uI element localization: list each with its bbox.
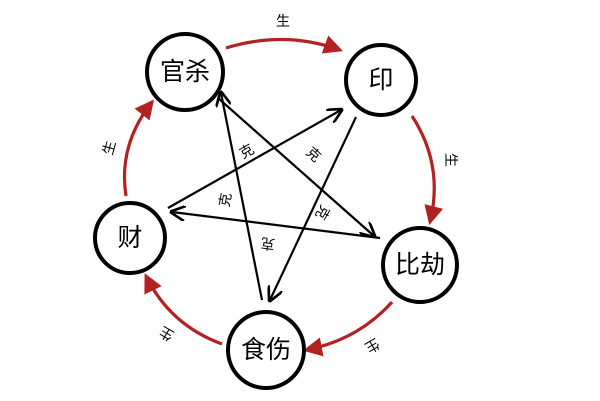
control-star	[167, 93, 381, 301]
node-guansha: 官杀	[145, 32, 225, 112]
control-label-top-right: 克	[302, 144, 323, 165]
generate-arrow-guansha-to-yin	[225, 35, 344, 54]
generate-labels: 生 生 生 生 生	[100, 14, 458, 355]
node-bijie: 比劫	[381, 226, 459, 304]
node-cai-label: 财	[117, 223, 142, 252]
node-yin-circle	[344, 43, 418, 117]
node-cai: 财	[93, 201, 167, 275]
control-label-middle-right: 克	[312, 202, 333, 222]
generate-label-bottom-left: 生	[157, 323, 177, 344]
control-arrow-bijie-to-cai	[172, 212, 381, 240]
generate-cycle	[122, 35, 444, 357]
control-labels: 克 克 克 克 克	[217, 142, 333, 252]
generate-arrow-yin-to-bijie	[410, 115, 444, 226]
generate-label-bottom-right: 生	[362, 335, 382, 356]
control-arrow-cai-to-yin	[167, 110, 341, 209]
generate-label-left: 生	[100, 139, 119, 157]
node-bijie-label: 比劫	[395, 250, 445, 279]
control-label-top-left: 克	[237, 142, 257, 163]
node-guansha-circle	[145, 32, 225, 112]
generate-arrow-cai-to-guansha	[122, 99, 154, 197]
generate-arrow-bijie-to-shishang	[302, 300, 394, 357]
control-label-middle-left: 克	[217, 192, 235, 209]
control-label-bottom: 克	[260, 234, 276, 252]
generate-label-top: 生	[276, 14, 290, 30]
node-shishang-label: 食伤	[241, 335, 291, 364]
node-shishang: 食伤	[226, 310, 306, 390]
control-arrow-shishang-to-guansha	[221, 93, 264, 301]
node-shishang-circle	[226, 310, 306, 390]
control-arrow-yin-to-shishang	[270, 116, 357, 300]
control-arrow-guansha-to-bijie	[217, 97, 374, 236]
generate-arrow-shishang-to-cai	[144, 273, 223, 346]
node-cai-circle	[93, 201, 167, 275]
node-yin-label: 印	[368, 65, 393, 94]
node-yin: 印	[344, 43, 418, 117]
node-guansha-label: 官杀	[160, 57, 210, 86]
generate-label-right: 生	[442, 153, 458, 167]
node-bijie-circle	[381, 226, 459, 304]
